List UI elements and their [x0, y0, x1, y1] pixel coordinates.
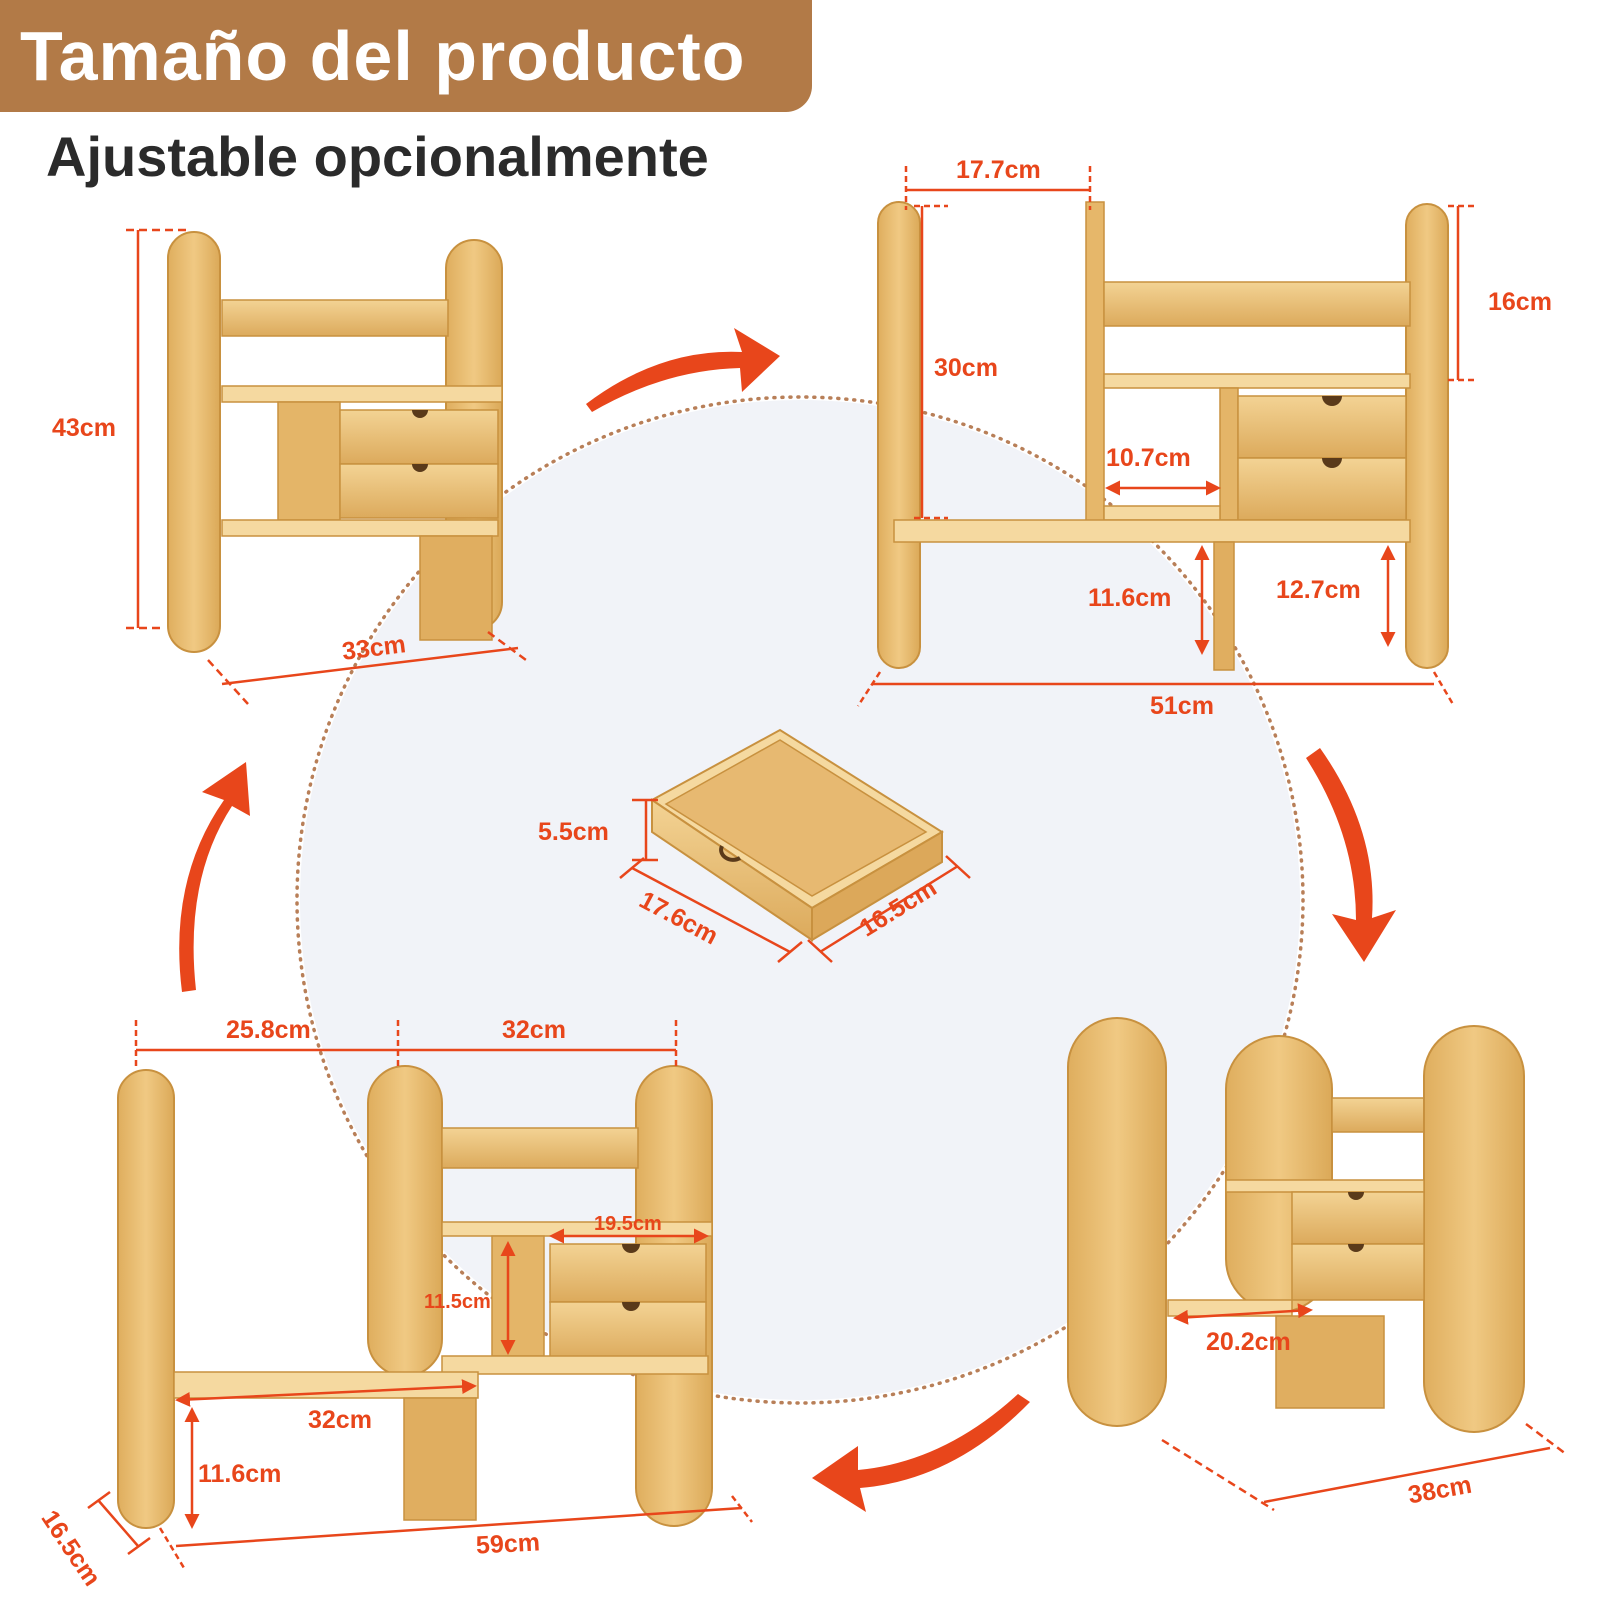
dim-wide-drawer-width: 19.5cm	[594, 1213, 662, 1235]
page-title: Tamaño del producto	[20, 17, 746, 95]
page-subtitle: Ajustable opcionalmente	[46, 125, 709, 188]
dim-wide-span-right: 32cm	[502, 1016, 566, 1044]
dim-drawer-height: 5.5cm	[538, 818, 609, 846]
dim-lines-wide	[87, 1020, 753, 1569]
dim-tower-shelf-width: 20.2cm	[1206, 1328, 1291, 1356]
dim-extended-left-height: 30cm	[934, 354, 998, 382]
title-banner: Tamaño del producto	[0, 0, 812, 112]
shelf-wide	[117, 1065, 713, 1529]
dim-wide-width: 59cm	[475, 1528, 541, 1560]
cycle-arrow-icon	[179, 328, 1396, 1512]
dotted-ring	[295, 395, 1305, 1405]
dim-extended-leg-a: 11.6cm	[1088, 584, 1172, 612]
shelf-extended	[877, 201, 1449, 671]
shelf-compact	[167, 231, 503, 653]
dim-extended-cubby-width: 10.7cm	[1106, 444, 1191, 472]
dim-extended-shelf-height: 16cm	[1488, 288, 1552, 316]
drawer-illustration	[650, 728, 944, 942]
shelf-tower	[1067, 1017, 1525, 1433]
dim-wide-cubby-height: 11.5cm	[424, 1291, 491, 1313]
dim-extended-width: 51cm	[1150, 692, 1214, 720]
dim-wide-leg-height: 11.6cm	[198, 1460, 282, 1488]
dim-extended-leg-b: 12.7cm	[1276, 576, 1361, 604]
dim-lines-extended	[856, 166, 1478, 707]
dim-extended-top-span: 17.7cm	[956, 156, 1041, 184]
dim-lines-tower	[1161, 1303, 1567, 1512]
dim-wide-low-shelf: 32cm	[308, 1406, 372, 1434]
dim-wide-span-left: 25.8cm	[226, 1016, 311, 1044]
dim-lines-compact	[126, 228, 527, 705]
dim-compact-height: 43cm	[52, 414, 116, 442]
dim-lines-drawer	[619, 798, 971, 963]
